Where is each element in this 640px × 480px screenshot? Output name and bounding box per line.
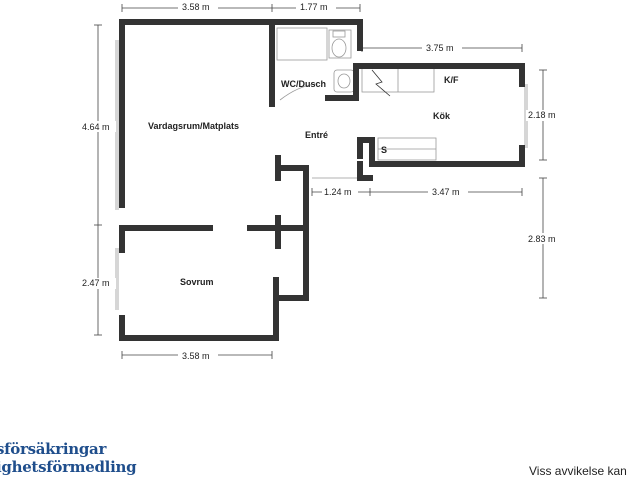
toilet-tank [332, 30, 346, 38]
logo-line-2: ighetsförmedling [0, 458, 137, 476]
wall-kitchen-top [357, 63, 525, 87]
door-swing-wc [279, 83, 317, 101]
dim-label-kitchen-top: 3.75 m [426, 43, 454, 53]
toilet-bowl [331, 38, 347, 58]
dim-label-entry: 1.24 m [324, 187, 352, 197]
room-label-entry: Entré [305, 130, 328, 140]
dim-label-top-left: 3.58 m [182, 2, 210, 12]
logo-line-1: sförsäkringar [0, 440, 107, 458]
walls [119, 19, 525, 341]
dim-label-right-lower: 2.83 m [528, 234, 556, 244]
disclaimer-text: Viss avvikelse kan [529, 464, 627, 478]
sink-basin [337, 73, 351, 89]
dim-label-left-lower: 2.47 m [82, 278, 110, 288]
brand-logo: sförsäkringar ighetsförmedling [0, 440, 137, 476]
stove-icon [371, 69, 391, 97]
dimension-lines [94, 4, 547, 359]
room-label-bedroom: Sovrum [180, 277, 214, 287]
fixtures [115, 27, 528, 310]
wall-partition-left [119, 225, 213, 253]
room-label-wc: WC/Dusch [281, 79, 326, 89]
dim-label-kitchen-bottom: 3.47 m [432, 187, 460, 197]
wall-top [119, 19, 363, 51]
dim-label-kitchen-right: 2.18 m [528, 110, 556, 120]
room-label-s: S [381, 145, 387, 155]
dim-label-top-mid: 1.77 m [300, 2, 328, 12]
wall-entry-right [357, 161, 373, 181]
dimension-labels: 3.58 m 1.77 m 3.75 m 4.64 m 2.18 m 1.24 … [80, 2, 562, 361]
wall-bedroom-outer [119, 165, 309, 341]
room-label-kf: K/F [444, 75, 459, 85]
shower-outline [276, 27, 328, 61]
toilet-area [328, 29, 352, 59]
sink [333, 69, 355, 93]
dim-label-left-upper: 4.64 m [82, 122, 110, 132]
room-label-living: Vardagsrum/Matplats [148, 121, 239, 131]
room-label-kitchen: Kök [433, 111, 451, 121]
wall-kitchen-bottom [357, 137, 525, 167]
dim-label-bottom: 3.58 m [182, 351, 210, 361]
